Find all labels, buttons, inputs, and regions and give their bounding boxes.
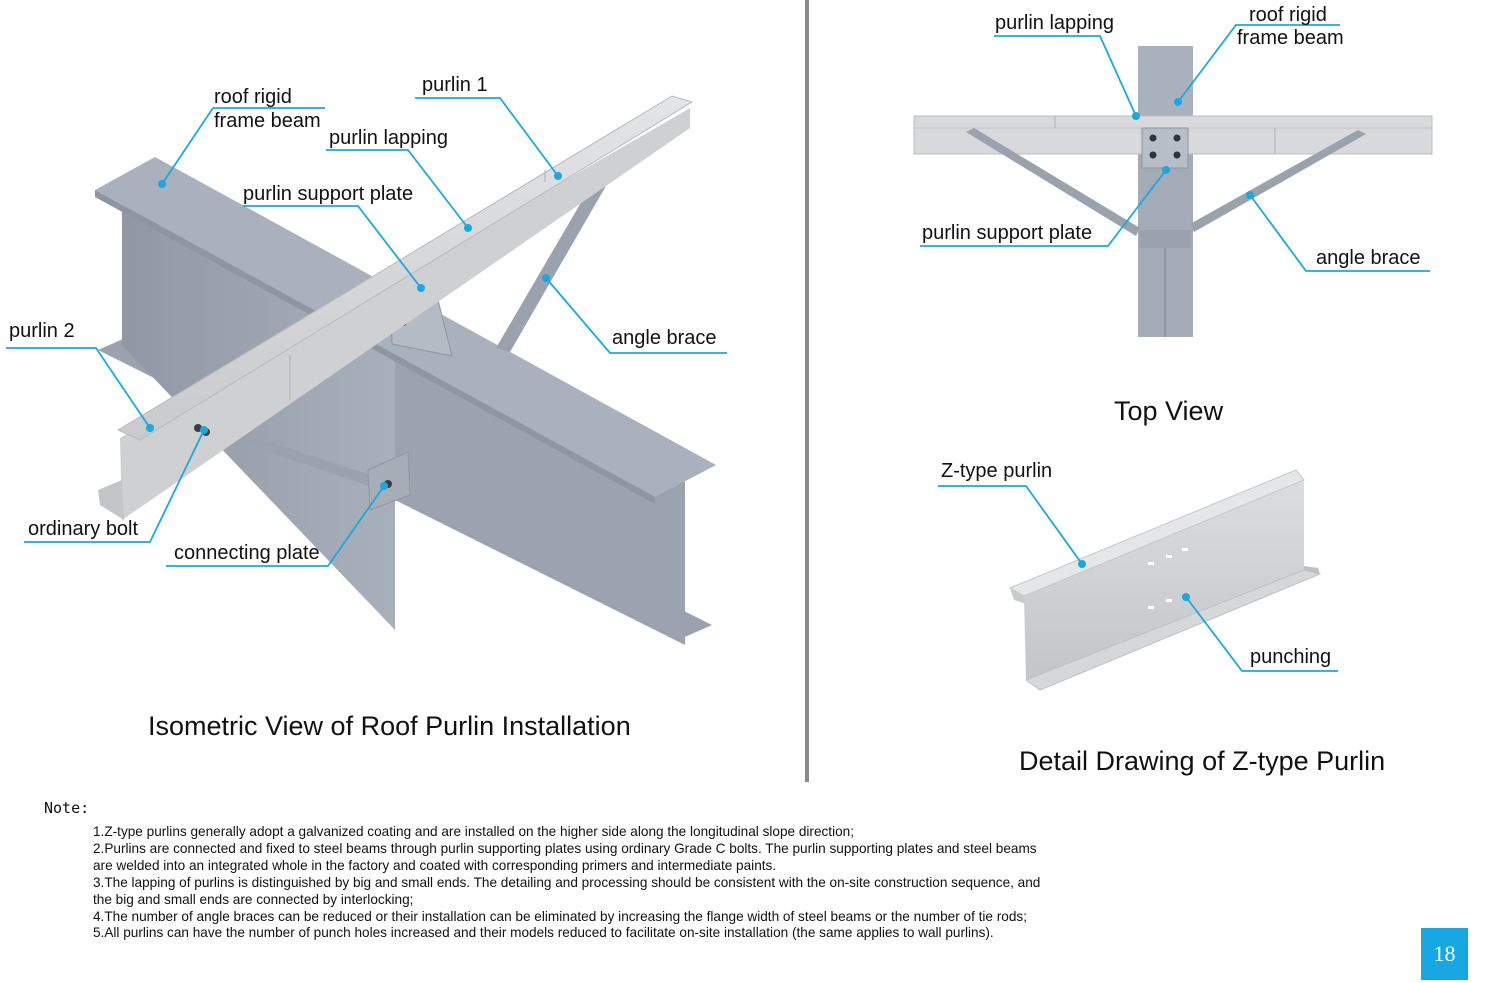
z-label-z-type-purlin: Z-type purlin (941, 460, 1052, 482)
note-list: 1.Z-type purlins generally adopt a galva… (93, 824, 1058, 942)
note-item-3: 3.The lapping of purlins is distinguishe… (93, 874, 1041, 907)
z-purlin-leaders (938, 485, 1338, 672)
label-purlin-support-plate: purlin support plate (243, 183, 413, 205)
z-purlin-top-lip (1010, 588, 1026, 604)
label-connecting-plate: connecting plate (174, 542, 320, 564)
top-label-angle-brace: angle brace (1316, 247, 1421, 269)
z-purlin-labels: Z-type purlin punching Detail Drawing of… (941, 460, 1385, 776)
isometric-drawing (95, 95, 716, 645)
top-angle-brace-left (966, 128, 1140, 236)
top-label-purlin-support-plate: purlin support plate (922, 222, 1092, 244)
label-purlin-2: purlin 2 (9, 320, 75, 342)
isometric-leaders (6, 97, 727, 567)
z-purlin-web (1024, 480, 1304, 680)
note-heading: Note: (44, 799, 90, 817)
top-beam-upper (1138, 46, 1193, 118)
label-angle-brace: angle brace (612, 327, 717, 349)
top-label-roof-rigid-frame-beam-1: roof rigid (1249, 4, 1327, 26)
note-item-5: 5.All purlins can have the number of pun… (93, 925, 994, 941)
purlin-lip (98, 480, 124, 520)
label-roof-rigid-frame-beam-2: frame beam (214, 110, 321, 132)
top-view-title: Top View (1114, 396, 1224, 426)
top-angle-brace-right (1190, 130, 1366, 232)
label-roof-rigid-frame-beam-1: roof rigid (214, 86, 292, 108)
isometric-labels: roof rigid frame beam purlin 1 purlin la… (9, 74, 717, 741)
label-ordinary-bolt: ordinary bolt (28, 518, 139, 540)
z-purlin-bottom-lip (1304, 566, 1320, 574)
angle-brace-right (496, 170, 614, 352)
top-label-purlin-lapping: purlin lapping (995, 12, 1114, 34)
note-item-1: 1.Z-type purlins generally adopt a galva… (93, 824, 854, 839)
top-view-leaders (920, 24, 1430, 272)
page-number-badge: 18 (1421, 928, 1468, 980)
z-purlin-title: Detail Drawing of Z-type Purlin (1019, 746, 1385, 776)
isometric-title: Isometric View of Roof Purlin Installati… (148, 711, 631, 741)
top-label-roof-rigid-frame-beam-2: frame beam (1237, 27, 1344, 49)
beam-top-flange-edge (95, 190, 655, 504)
label-purlin-1: purlin 1 (422, 74, 488, 96)
z-label-punching: punching (1250, 646, 1331, 668)
top-support-plate (1141, 127, 1189, 169)
top-view-drawing (913, 46, 1433, 337)
label-purlin-lapping: purlin lapping (329, 127, 448, 149)
top-view-labels: purlin lapping roof rigid frame beam pur… (922, 4, 1421, 426)
beam-web-front (395, 342, 685, 645)
note-item-4: 4.The number of angle braces can be redu… (93, 908, 1027, 924)
note-item-2: 2.Purlins are connected and fixed to ste… (93, 840, 1037, 873)
purlin-web (120, 108, 690, 520)
